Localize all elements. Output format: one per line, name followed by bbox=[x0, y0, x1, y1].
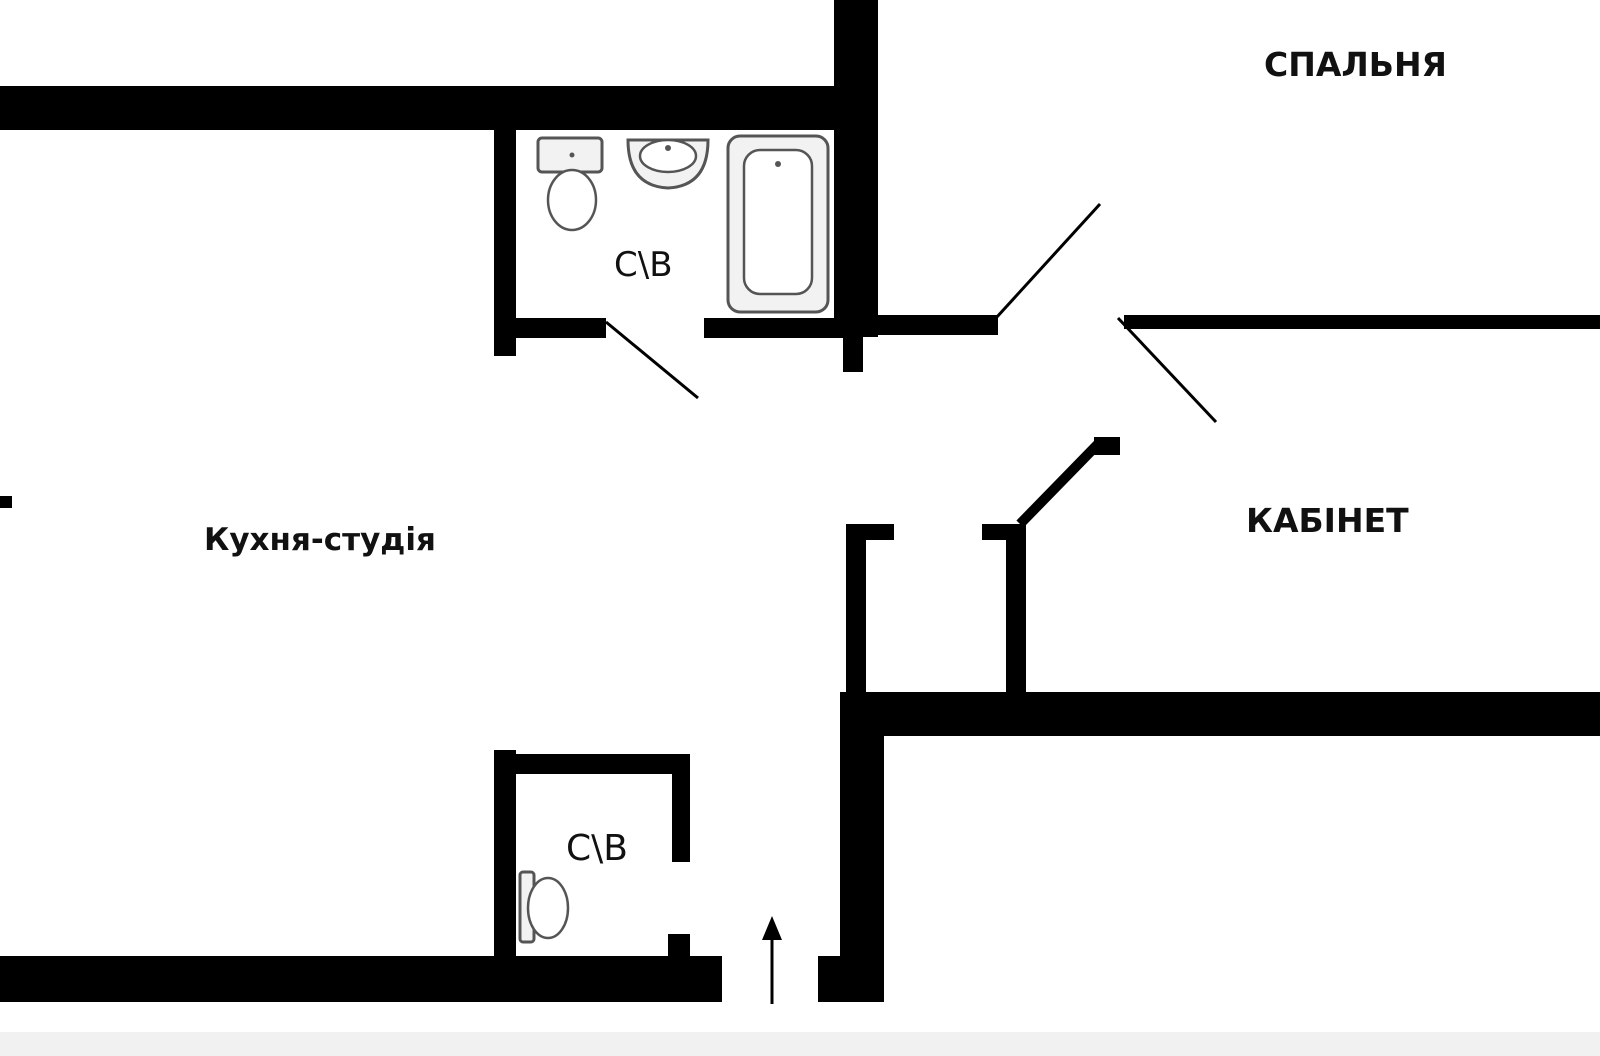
wall-left-mark bbox=[0, 496, 12, 508]
wall-bathroom-bottom-right bbox=[704, 318, 844, 338]
room-label-bathroom-small: С\В bbox=[566, 828, 628, 869]
wall-small-wc-left bbox=[494, 750, 516, 960]
wall-bathroom-bottom-left bbox=[494, 318, 606, 338]
wall-office-bottom bbox=[840, 692, 1600, 736]
door-office-lower bbox=[1016, 440, 1102, 528]
wall-bedroom-bottom-left bbox=[862, 315, 998, 335]
walls bbox=[0, 0, 1600, 1002]
wall-office-jamb bbox=[1094, 437, 1120, 455]
room-label-kitchen-studio: Кухня-студія bbox=[204, 522, 436, 558]
room-label-bedroom: СПАЛЬНЯ bbox=[1264, 45, 1447, 84]
sink-icon bbox=[626, 138, 710, 190]
wall-bottom bbox=[0, 956, 722, 1002]
door-office-upper bbox=[1116, 316, 1218, 424]
wall-small-wc-right bbox=[672, 754, 690, 862]
wall-bedroom-office bbox=[1124, 315, 1600, 329]
door-bathroom bbox=[605, 320, 699, 400]
doors bbox=[605, 202, 1218, 528]
toilet-icon bbox=[518, 870, 570, 944]
wall-bedroom-left-stub bbox=[843, 330, 863, 372]
wall-small-wc-top bbox=[494, 754, 690, 774]
room-label-office: КАБІНЕТ bbox=[1246, 501, 1409, 540]
wall-corridor-right bbox=[840, 692, 884, 1002]
wall-small-wc-right-stub bbox=[668, 934, 690, 960]
wall-closet-left bbox=[846, 524, 866, 704]
toilet-icon bbox=[536, 136, 604, 232]
door-bedroom bbox=[994, 202, 1102, 320]
wall-closet-right bbox=[1006, 524, 1026, 704]
bathtub-icon bbox=[726, 134, 830, 314]
wall-top-left bbox=[0, 86, 862, 130]
bottom-strip bbox=[0, 1032, 1600, 1056]
arrow-up-icon bbox=[762, 916, 782, 1004]
wall-bathroom-left bbox=[494, 122, 516, 356]
wall-entrance-right bbox=[818, 956, 884, 1002]
room-label-bathroom-main: С\В bbox=[614, 245, 673, 285]
wall-bedroom-left bbox=[834, 0, 878, 337]
